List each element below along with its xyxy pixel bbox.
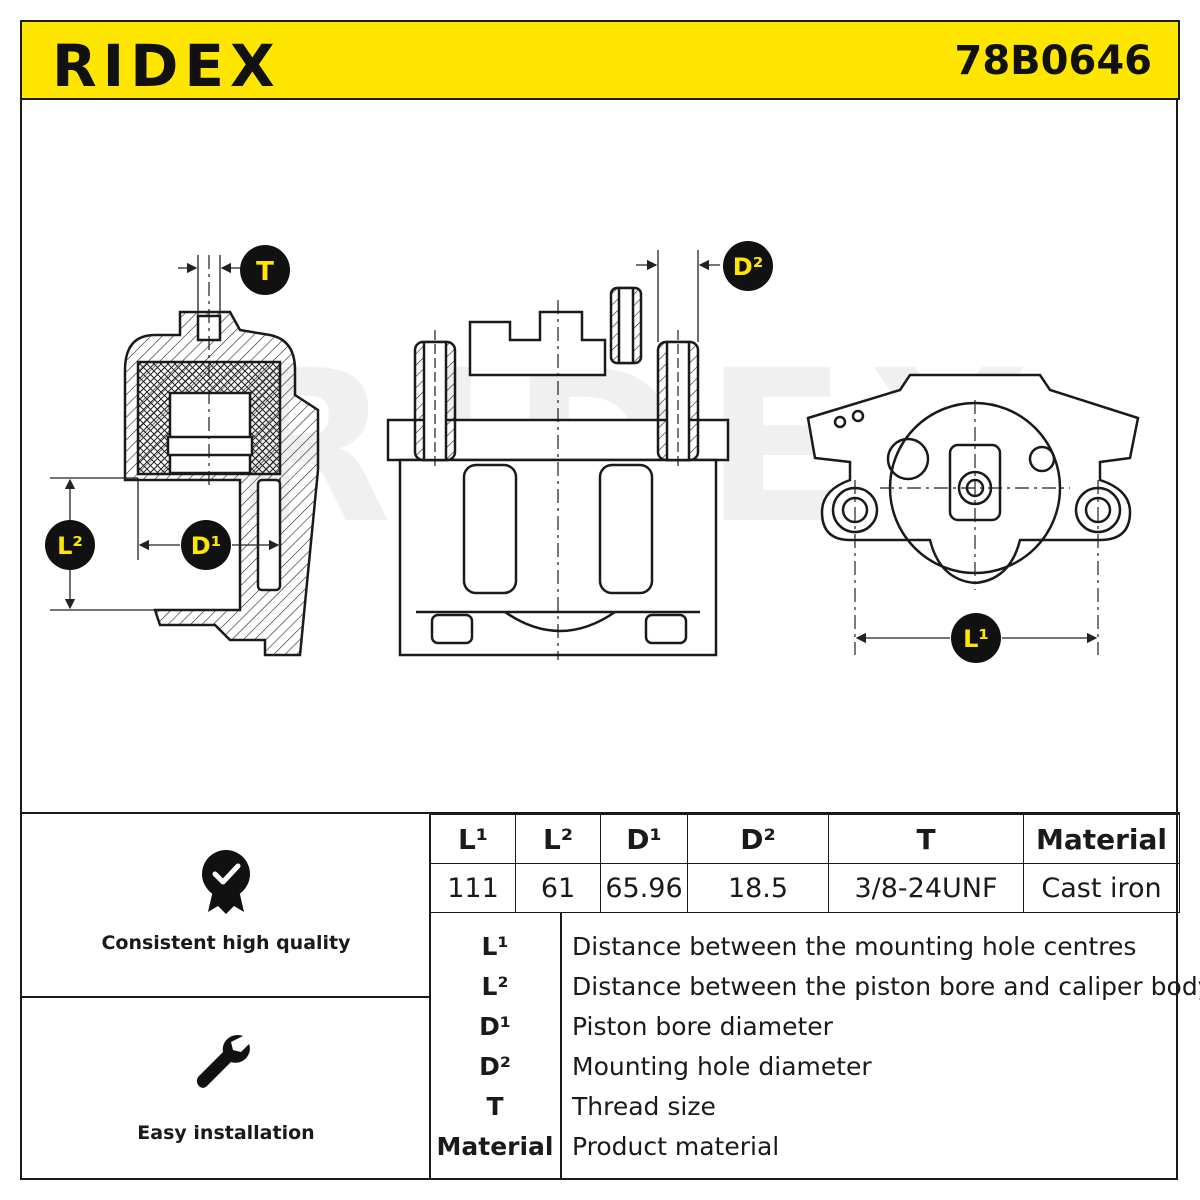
feature-installation-label: Easy installation bbox=[137, 1122, 315, 1144]
label-l2: L² bbox=[57, 532, 83, 560]
label-t-badge bbox=[240, 245, 290, 295]
label-d1: D¹ bbox=[191, 532, 221, 560]
spec-header-d2: D² bbox=[687, 814, 829, 864]
header-bar: RIDEX 78B0646 bbox=[20, 20, 1180, 100]
legend-description: Piston bore diameter bbox=[572, 1012, 833, 1041]
spec-header-d1: D¹ bbox=[600, 814, 688, 864]
legend-description: Distance between the piston bore and cal… bbox=[572, 972, 1200, 1001]
legend-description: Distance between the mounting hole centr… bbox=[572, 932, 1137, 961]
spec-table-header-row: L¹ L² D¹ D² T Material bbox=[430, 814, 1180, 864]
wrench-icon bbox=[196, 1034, 250, 1088]
spec-value-d1: 65.96 bbox=[600, 863, 688, 913]
spec-value-material: Cast iron bbox=[1023, 863, 1180, 913]
spec-table-value-row: 111 61 65.96 18.5 3/8-24UNF Cast iron bbox=[430, 863, 1180, 913]
legend-symbol: L¹ bbox=[481, 932, 509, 961]
legend-row: D² Mounting hole diameter bbox=[430, 1047, 1180, 1087]
divider-features-middle bbox=[20, 996, 430, 998]
dimension-d1 bbox=[137, 478, 281, 560]
quality-badge-icon bbox=[202, 850, 250, 914]
feature-installation: Easy installation bbox=[22, 1030, 430, 1144]
legend-row: L¹ Distance between the mounting hole ce… bbox=[430, 927, 1180, 967]
legend: L¹ Distance between the mounting hole ce… bbox=[430, 913, 1200, 1180]
caliper-front-view bbox=[386, 286, 730, 660]
legend-row: D¹ Piston bore diameter bbox=[430, 1007, 1180, 1047]
label-d1-badge bbox=[181, 520, 231, 570]
feature-quality-label: Consistent high quality bbox=[101, 932, 351, 954]
caliper-side-view bbox=[806, 373, 1140, 585]
label-d2-badge bbox=[723, 241, 773, 291]
divider-bottom-top bbox=[20, 812, 1180, 814]
brand-logo: RIDEX bbox=[52, 32, 281, 100]
legend-row: T Thread size bbox=[430, 1087, 1180, 1127]
spec-value-l1: 111 bbox=[430, 863, 516, 913]
label-l2-badge bbox=[45, 520, 95, 570]
dimension-l2 bbox=[50, 477, 160, 611]
label-d2: D² bbox=[733, 253, 763, 281]
part-number: 78B0646 bbox=[954, 38, 1152, 84]
label-l1-badge bbox=[951, 613, 1001, 663]
legend-row: Material Product material bbox=[430, 1127, 1180, 1167]
legend-symbol: D² bbox=[479, 1052, 511, 1081]
legend-description: Product material bbox=[572, 1132, 780, 1161]
legend-description: Mounting hole diameter bbox=[572, 1052, 872, 1081]
spec-header-l2: L² bbox=[515, 814, 601, 864]
dimension-d2 bbox=[636, 250, 720, 342]
caliper-section-view bbox=[123, 255, 320, 657]
technical-drawing: RIDEX T L² D¹ bbox=[45, 241, 1140, 663]
label-t: T bbox=[256, 257, 274, 287]
legend-symbol: L² bbox=[481, 972, 509, 1001]
feature-quality: Consistent high quality bbox=[22, 846, 430, 954]
spec-value-t: 3/8-24UNF bbox=[828, 863, 1024, 913]
dimension-t bbox=[178, 255, 240, 316]
spec-header-t: T bbox=[828, 814, 1024, 864]
spec-value-l2: 61 bbox=[515, 863, 601, 913]
spec-header-material: Material bbox=[1023, 814, 1180, 864]
divider-features bbox=[429, 812, 431, 1180]
legend-symbol: Material bbox=[436, 1132, 554, 1161]
legend-symbol: T bbox=[486, 1092, 504, 1121]
spec-table: L¹ L² D¹ D² T Material 111 61 65.96 18.5… bbox=[430, 814, 1180, 913]
legend-description: Thread size bbox=[572, 1092, 716, 1121]
legend-row: L² Distance between the piston bore and … bbox=[430, 967, 1200, 1007]
legend-divider bbox=[560, 913, 562, 1180]
spec-header-l1: L¹ bbox=[430, 814, 516, 864]
spec-value-d2: 18.5 bbox=[687, 863, 829, 913]
legend-symbol: D¹ bbox=[479, 1012, 511, 1041]
label-l1: L¹ bbox=[963, 625, 989, 653]
